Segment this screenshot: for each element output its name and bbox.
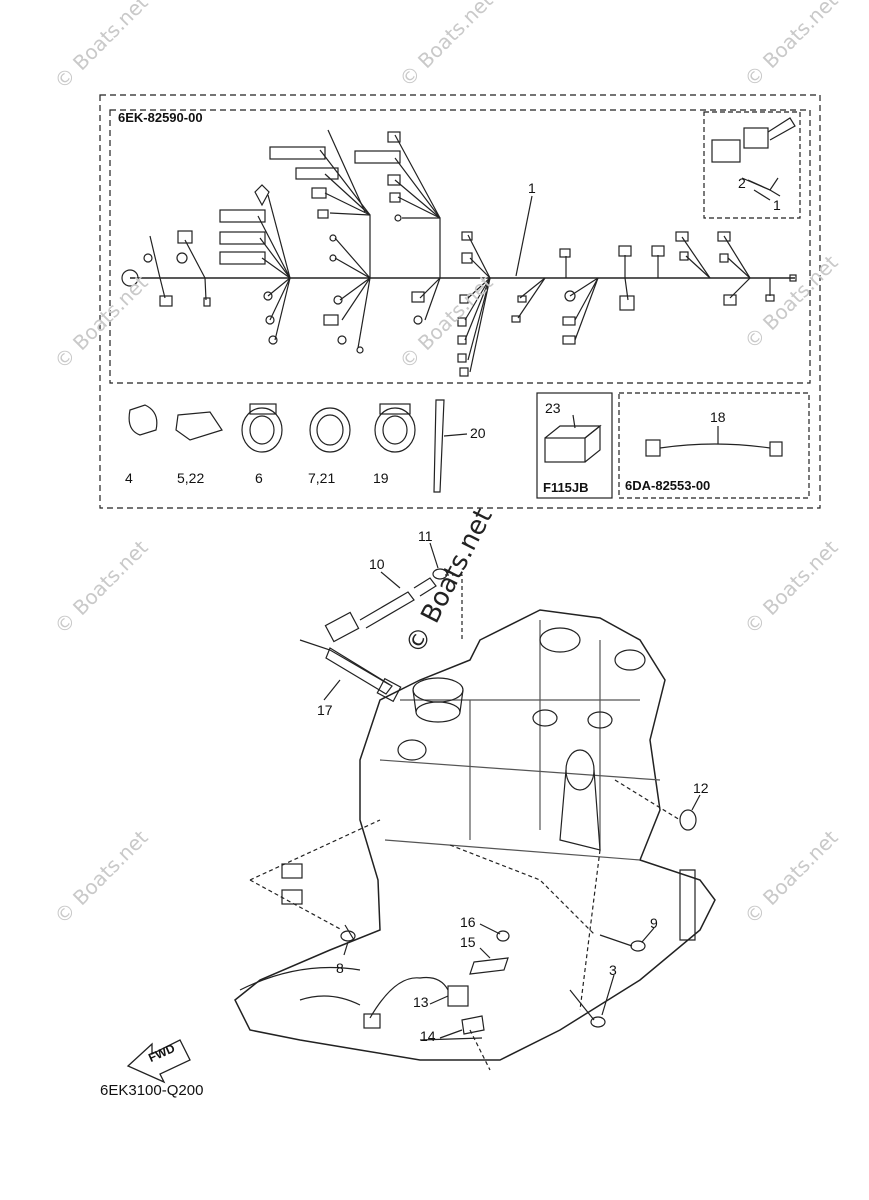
callout-8: 8 [336,960,344,976]
callout-18: 18 [710,409,726,425]
callout-12: 12 [693,780,709,796]
callout-1-inset: 1 [773,197,781,213]
callout-2: 2 [738,175,746,191]
engine-outline [234,609,716,1061]
callout-20: 20 [470,425,486,441]
junction-box-frame [536,392,613,499]
sub-harness-frame [618,392,810,499]
callout-19: 19 [373,470,389,486]
harness-frame [109,109,811,384]
callout-10: 10 [369,556,385,572]
outer-frame [99,94,821,509]
callout-3: 3 [609,962,617,978]
callout-11: 11 [418,528,433,544]
callout-9: 9 [650,915,658,931]
junction-box-part-number: F115JB [543,480,589,495]
callout-16: 16 [460,914,476,930]
callout-7-21: 7,21 [308,470,336,486]
callout-17: 17 [317,702,333,718]
fwd-arrow-icon [126,1039,191,1084]
callout-14: 14 [420,1028,436,1044]
callout-4: 4 [125,470,133,486]
connector-inset-frame [703,111,801,219]
callout-5-22: 5,22 [177,470,205,486]
sub-harness-part-number: 6DA-82553-00 [625,478,711,493]
callout-15: 15 [460,934,476,950]
harness-part-number: 6EK-82590-00 [118,110,203,125]
callout-6: 6 [255,470,263,486]
diagram-code: 6EK3100-Q200 [100,1082,204,1099]
callout-13: 13 [413,994,429,1010]
callout-1: 1 [528,180,536,196]
callout-23: 23 [545,400,561,416]
